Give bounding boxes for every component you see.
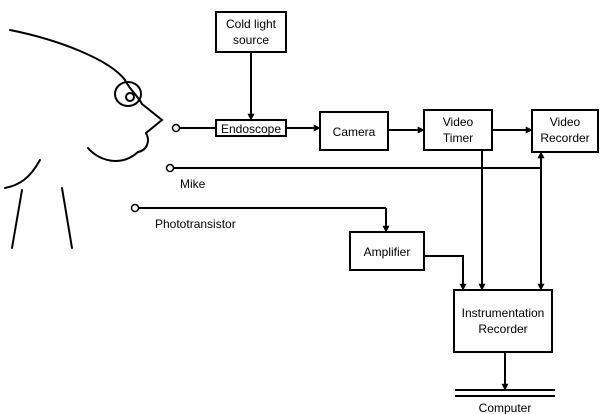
camera-label: Camera	[333, 125, 376, 139]
mike-terminal	[165, 163, 175, 173]
mouth-outline	[137, 132, 149, 153]
amplifier-label: Amplifier	[364, 245, 411, 259]
head-top-outline	[9, 29, 126, 81]
video-recorder-label-line1: Video	[550, 115, 581, 129]
ear-back-outline	[4, 159, 41, 189]
video-recorder-box	[531, 109, 599, 153]
eye-outline	[114, 81, 142, 107]
endoscope-terminal	[171, 123, 181, 133]
endoscope-label: Endoscope	[221, 122, 281, 136]
eye-pupil	[125, 92, 135, 102]
video-timer-label-line1: Video	[443, 115, 474, 129]
amplifier-box	[349, 231, 425, 271]
computer-label: Computer	[479, 401, 532, 414]
neck-front-line	[61, 187, 73, 249]
instrumentation-recorder-box	[453, 289, 553, 353]
cold-light-source-box	[215, 11, 287, 53]
instrumentation-label-line1: Instrumentation	[462, 306, 545, 320]
phototransistor-label: Phototransistor	[155, 217, 236, 231]
cold-light-label-line2: source	[233, 33, 269, 47]
cold-light-label-line1: Cold light	[226, 17, 277, 31]
camera-box	[319, 111, 389, 151]
video-timer-label-line2: Timer	[443, 131, 473, 145]
phototransistor-terminal	[130, 203, 140, 213]
video-recorder-label-line2: Recorder	[540, 131, 589, 145]
instrumentation-label-line2: Recorder	[478, 322, 527, 336]
mike-label: Mike	[180, 177, 206, 191]
amplifier-to-instrumentation-arrow	[424, 255, 467, 291]
patient-head-drawing	[4, 29, 164, 249]
nose-outline	[141, 103, 164, 134]
neck-back-line	[11, 189, 23, 249]
chin-outline	[87, 147, 139, 162]
